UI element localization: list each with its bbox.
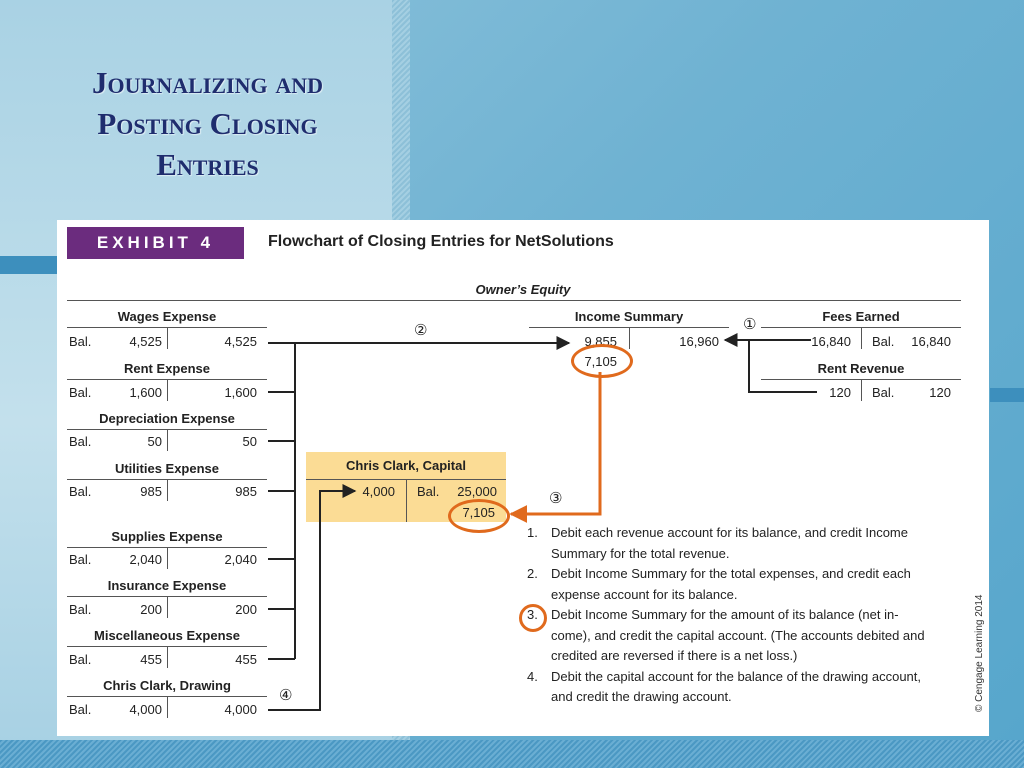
background-band xyxy=(0,256,60,274)
step-text: come), and credit the capital account. (… xyxy=(551,627,925,643)
t-account-divider xyxy=(167,327,168,349)
bal-label: Bal. xyxy=(69,702,92,717)
bal-label: Bal. xyxy=(69,385,92,400)
net-income-to-capital-arrow xyxy=(509,372,602,523)
income-summary-credit: 16,960 xyxy=(679,334,719,349)
depreciation-credit: 50 xyxy=(242,434,257,449)
bal-label: Bal. xyxy=(69,602,92,617)
step-3-marker: ③ xyxy=(549,490,563,507)
step-text: credited are reversed if there is a net … xyxy=(551,648,798,663)
t-account-divider xyxy=(861,379,862,401)
miscellaneous-debit: 455 xyxy=(140,652,162,667)
step-text: Summary for the total revenue. xyxy=(551,545,730,561)
insurance-debit: 200 xyxy=(140,602,162,617)
supplies-debit: 2,040 xyxy=(129,552,162,567)
account-title-depreciation-expense: Depreciation Expense xyxy=(99,411,235,426)
rent-revenue-credit: 120 xyxy=(929,385,951,400)
drawing-debit: 4,000 xyxy=(129,702,162,717)
step-4-marker: ④ xyxy=(279,687,293,704)
closing-step: 4. Debit the capital account for the bal… xyxy=(527,667,967,708)
closing-step: 2. Debit Income Summary for the total ex… xyxy=(527,564,967,605)
step-1-marker: ① xyxy=(743,316,757,333)
slide-title: Journalizing and Posting Closing Entries xyxy=(40,62,375,185)
step-number: 2. xyxy=(527,566,538,581)
step-text: Debit Income Summary for the amount of i… xyxy=(551,607,899,622)
t-account-divider xyxy=(406,479,407,522)
capital-net-income-highlight-oval xyxy=(448,499,510,533)
supplies-credit: 2,040 xyxy=(224,552,257,567)
closing-steps-list: 1. Debit each revenue account for its ba… xyxy=(527,523,967,708)
bal-label: Bal. xyxy=(69,484,92,499)
background-band-right xyxy=(990,388,1024,402)
depreciation-debit: 50 xyxy=(147,434,162,449)
t-account-divider xyxy=(861,327,862,349)
t-account-divider xyxy=(167,379,168,401)
account-title-drawing: Chris Clark, Drawing xyxy=(103,678,231,693)
background-bottom-hatch xyxy=(0,740,1024,768)
account-title-rent-expense: Rent Expense xyxy=(124,361,210,376)
t-account-divider xyxy=(167,646,168,668)
step-number: 1. xyxy=(527,525,538,540)
bal-label: Bal. xyxy=(69,434,92,449)
exhibit-badge: EXHIBIT 4 xyxy=(67,227,244,259)
t-account-divider xyxy=(167,696,168,718)
t-account-divider xyxy=(167,596,168,618)
step-text: Debit the capital account for the balanc… xyxy=(551,668,922,684)
miscellaneous-credit: 455 xyxy=(235,652,257,667)
fees-earned-credit: 16,840 xyxy=(911,334,951,349)
account-title-insurance-expense: Insurance Expense xyxy=(107,578,227,593)
bal-label: Bal. xyxy=(872,385,895,400)
owners-equity-label: Owner’s Equity xyxy=(475,282,571,297)
bal-label: Bal. xyxy=(417,484,440,499)
capital-debit: 4,000 xyxy=(362,484,395,499)
insurance-credit: 200 xyxy=(235,602,257,617)
closing-step: 3. Debit Income Summary for the amount o… xyxy=(527,605,967,667)
step-text: and credit the drawing account. xyxy=(551,689,732,704)
t-account-divider xyxy=(167,479,168,501)
utilities-debit: 985 xyxy=(140,484,162,499)
account-title-supplies-expense: Supplies Expense xyxy=(111,529,223,544)
rent-revenue-debit: 120 xyxy=(829,385,851,400)
exhibit-title: Flowchart of Closing Entries for NetSolu… xyxy=(268,233,614,250)
t-account-divider xyxy=(629,327,630,349)
closing-step: 1. Debit each revenue account for its ba… xyxy=(527,523,967,564)
step-text: expense account for its balance. xyxy=(551,586,738,602)
t-account-divider xyxy=(167,547,168,569)
flow-lines xyxy=(268,333,817,711)
account-title-income-summary: Income Summary xyxy=(574,309,684,324)
account-title-capital: Chris Clark, Capital xyxy=(346,458,466,473)
fees-earned-debit: 16,840 xyxy=(811,334,851,349)
utilities-credit: 985 xyxy=(235,484,257,499)
bal-label: Bal. xyxy=(69,552,92,567)
step-3-highlight-circle xyxy=(519,604,547,632)
wages-debit: 4,525 xyxy=(129,334,162,349)
copyright-notice: © Cengage Learning 2014 xyxy=(974,594,985,712)
net-income-highlight-oval xyxy=(571,344,633,378)
step-text: Debit Income Summary for the total expen… xyxy=(551,566,911,581)
step-text: Debit each revenue account for its balan… xyxy=(551,525,908,540)
rent-credit: 1,600 xyxy=(224,385,257,400)
step-2-marker: ② xyxy=(414,322,428,339)
slide-title-line-2: Posting Closing xyxy=(97,106,318,141)
owners-equity-rule xyxy=(67,300,961,301)
step-number: 4. xyxy=(527,668,538,684)
account-title-fees-earned: Fees Earned xyxy=(822,309,900,324)
drawing-to-capital-arrow xyxy=(268,484,357,711)
account-title-rent-revenue: Rent Revenue xyxy=(817,361,905,376)
bal-label: Bal. xyxy=(69,652,92,667)
rent-debit: 1,600 xyxy=(129,385,162,400)
slide-title-line-1: Journalizing and xyxy=(91,65,324,100)
t-account-divider xyxy=(167,429,168,451)
slide-title-line-3: Entries xyxy=(156,147,259,182)
account-title-wages-expense: Wages Expense xyxy=(117,309,217,324)
drawing-credit: 4,000 xyxy=(224,702,257,717)
account-title-utilities-expense: Utilities Expense xyxy=(114,461,220,476)
rent-revenue-connector xyxy=(748,340,817,393)
account-title-miscellaneous-expense: Miscellaneous Expense xyxy=(94,628,240,643)
wages-credit: 4,525 xyxy=(224,334,257,349)
bal-label: Bal. xyxy=(872,334,895,349)
bal-label: Bal. xyxy=(69,334,92,349)
exhibit-panel: EXHIBIT 4 Flowchart of Closing Entries f… xyxy=(57,220,989,736)
capital-credit-balance: 25,000 xyxy=(457,484,497,499)
